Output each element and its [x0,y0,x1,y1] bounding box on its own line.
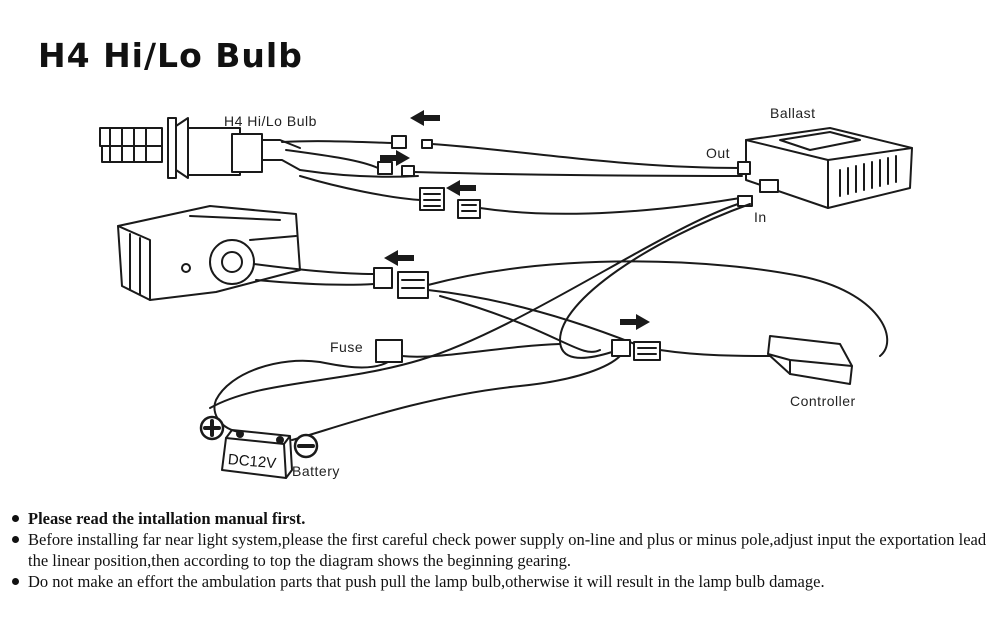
wiring-diagram: H4 Hi/Lo Bulb Ballast Out In Fuse Contro… [99,105,913,479]
list-item: Please read the intallation manual first… [8,508,993,529]
out-label: Out [706,145,730,161]
list-item: Do not make an effort the ambulation par… [8,571,993,592]
arrow-left-icon [410,110,440,126]
bulb-label: H4 Hi/Lo Bulb [224,113,317,129]
bullet-icon [12,536,19,543]
ballast [737,127,913,209]
bullet-icon [12,578,19,585]
bullet-icon [12,515,19,522]
arrow-right-icon [380,150,410,166]
headlight-housing [117,205,301,301]
ballast-label: Ballast [770,105,816,121]
battery [221,429,293,479]
list-item: Before installing far near light system,… [8,529,993,571]
controller [611,335,853,385]
fuse-label: Fuse [330,339,363,355]
controller-label: Controller [790,393,856,409]
arrow-right-icon [620,314,650,330]
battery-label: Battery [292,463,340,479]
dc12v-label: DC12V [227,451,277,472]
in-label: In [754,209,767,225]
h4-bulb [99,117,301,179]
arrow-left-icon [446,180,476,196]
fuse [213,339,561,433]
installation-notes: Please read the intallation manual first… [8,508,993,592]
page-title: H4 Hi/Lo Bulb [38,36,303,75]
arrow-left-icon [384,250,414,266]
